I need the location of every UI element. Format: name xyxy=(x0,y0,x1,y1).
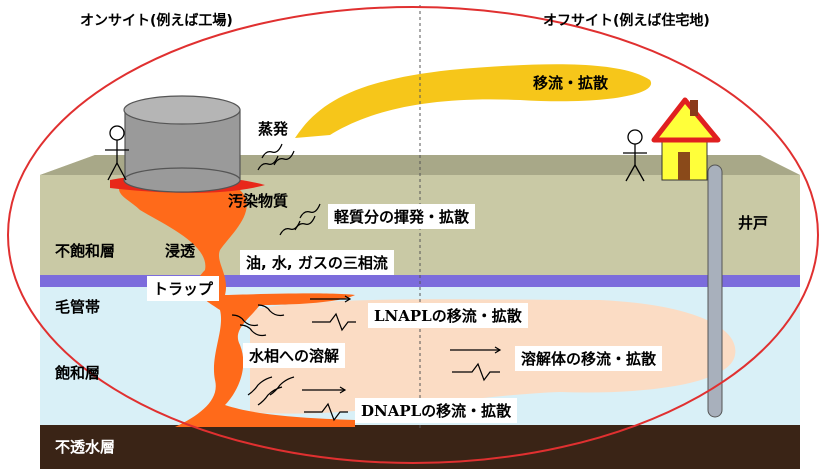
light-volatilization-label: 軽質分の揮発・拡散 xyxy=(328,204,476,229)
capillary-layer-label: 毛管帯 xyxy=(55,298,101,316)
dnapl-label: DNAPLの移流・拡散 xyxy=(355,398,518,423)
tank-top xyxy=(123,95,241,125)
onsite-header: オンサイト(例えば工場) xyxy=(80,13,233,29)
lnapl-label: LNAPLの移流・拡散 xyxy=(368,303,528,328)
three-phase-flow-label: 油, 水, ガスの三相流 xyxy=(240,250,394,275)
flow-symbol-lnapl-icon xyxy=(310,295,356,332)
tank-bottom xyxy=(123,167,241,193)
volatilization-arrows-icon xyxy=(279,203,321,236)
advection-dispersion-label: 移流・拡散 xyxy=(533,74,609,92)
impermeable-layer xyxy=(40,425,800,469)
boundary-ellipse xyxy=(7,6,819,464)
well-pipe xyxy=(707,164,723,418)
well-label: 井戸 xyxy=(738,214,769,232)
house-icon xyxy=(651,97,721,181)
vapor-plume xyxy=(295,64,652,138)
saturated-layer-label: 飽和層 xyxy=(55,364,101,382)
evaporation-label: 蒸発 xyxy=(258,120,289,138)
infiltration-label: 浸透 xyxy=(165,242,196,260)
trap-label: トラップ xyxy=(147,276,220,301)
evaporation-arrows-icon xyxy=(257,143,295,171)
solute-transport-label: 溶解体の移流・拡散 xyxy=(515,346,663,371)
flow-symbol-dnapl-icon xyxy=(302,386,348,422)
person-right-icon xyxy=(623,129,647,182)
dissolution-label: 水相への溶解 xyxy=(243,343,346,368)
contaminant-body xyxy=(119,180,355,427)
offsite-header: オフサイト(例えば住宅地) xyxy=(543,13,710,29)
contaminant-label: 汚染物質 xyxy=(228,192,289,210)
unsaturated-layer-label: 不飽和層 xyxy=(55,242,116,260)
person-left-icon xyxy=(105,125,129,181)
dissolution-arrows-icon xyxy=(231,304,295,406)
impermeable-layer-label: 不透水層 xyxy=(55,438,116,456)
flow-symbol-solute-icon xyxy=(450,346,502,382)
